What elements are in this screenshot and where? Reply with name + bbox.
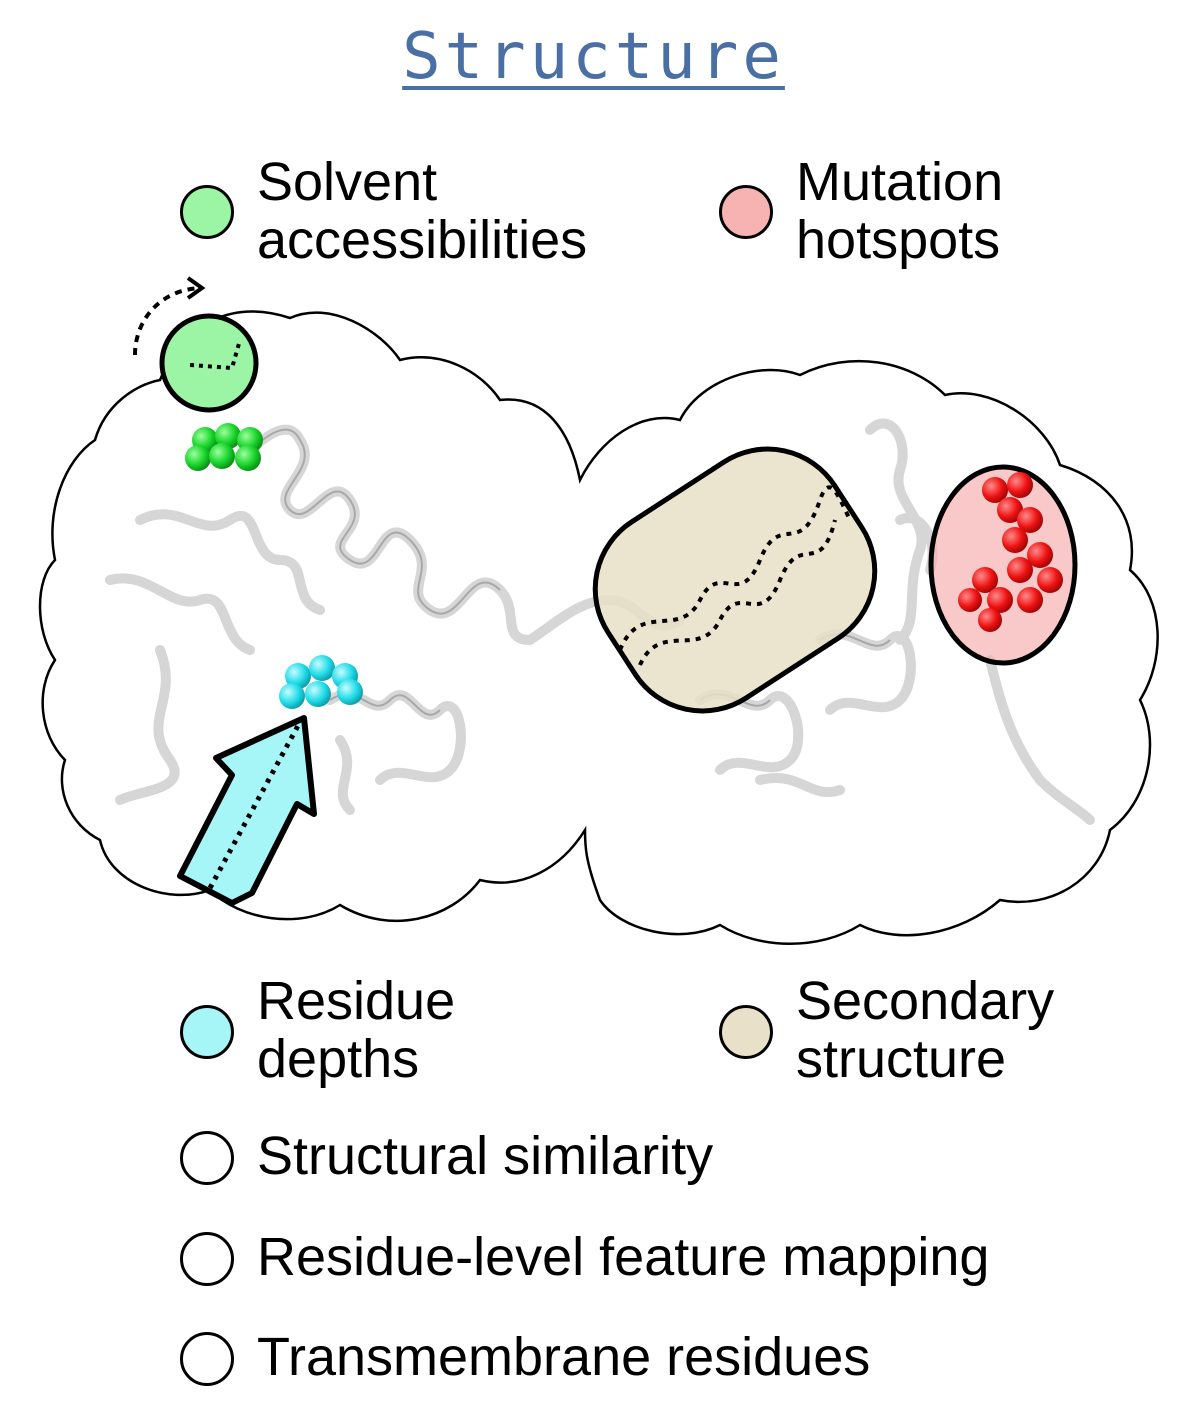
secondary-legend-label: Secondary structure [796, 972, 1054, 1088]
mutation-label-line2: hotspots [796, 210, 1001, 270]
mapping-legend-label: Residue-level feature mapping [257, 1227, 990, 1287]
solvent-label-line1: Solvent [257, 152, 438, 212]
depth-legend-icon [180, 1005, 234, 1059]
mutation-atoms [958, 472, 1063, 632]
solvent-legend-label: Solvent accessibilities [257, 153, 587, 269]
solvent-legend-icon [180, 185, 234, 239]
mutation-label-line1: Mutation [796, 152, 1004, 212]
figure-title: Structure [402, 20, 785, 94]
secondary-label-line2: structure [796, 1029, 1007, 1089]
mapping-legend-icon [180, 1232, 234, 1286]
solvent-accessibility-marker [133, 276, 263, 471]
solvent-atoms [185, 423, 263, 471]
similarity-legend-label: Structural similarity [257, 1126, 714, 1186]
similarity-legend-icon [180, 1131, 234, 1185]
secondary-legend-icon [719, 1005, 773, 1059]
transmembrane-legend-icon [180, 1332, 234, 1386]
mutation-legend-icon [719, 185, 773, 239]
depth-label-line2: depths [257, 1029, 420, 1089]
mutation-hotspot-highlight [928, 464, 1078, 666]
secondary-structure-highlight [592, 446, 878, 714]
solvent-label-line2: accessibilities [257, 210, 588, 270]
residue-depth-marker [177, 655, 363, 906]
transmembrane-legend-label: Transmembrane residues [257, 1327, 871, 1387]
mutation-legend-label: Mutation hotspots [796, 153, 1003, 269]
secondary-label-line1: Secondary [796, 971, 1055, 1031]
depth-label-line1: Residue [257, 971, 456, 1031]
surface-outline [38, 310, 1159, 945]
depth-atoms [279, 655, 363, 709]
depth-legend-label: Residue depths [257, 972, 455, 1088]
